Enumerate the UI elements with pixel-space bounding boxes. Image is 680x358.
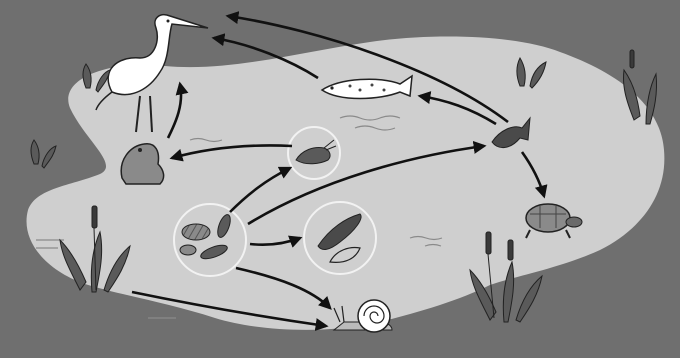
pond-food-web-diagram: [0, 0, 680, 358]
